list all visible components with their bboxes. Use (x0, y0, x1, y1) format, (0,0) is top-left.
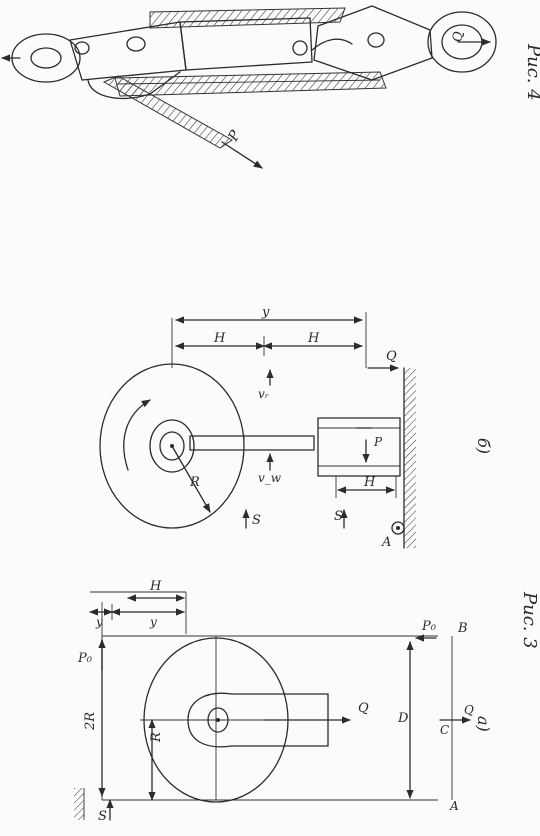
label-A-a: A (449, 799, 459, 813)
dim-H-2: H (307, 331, 320, 346)
label-Q: Q (451, 31, 466, 42)
right-ring (427, 11, 497, 73)
dim-y-2: y (149, 615, 157, 629)
force-P-arrow (221, 141, 263, 169)
label-Q-a: Q (358, 701, 369, 716)
dim-H-a: H (149, 579, 162, 594)
sub-label-a: а) (474, 716, 493, 732)
drum-hub (149, 419, 195, 473)
dim-H-3: H (363, 475, 376, 490)
hauling-rope (102, 75, 233, 149)
label-R-a: R (149, 732, 164, 743)
label-P0-bottom: P₀ (421, 619, 437, 634)
dim-2R: 2R (83, 712, 98, 731)
rope-lower (114, 71, 387, 97)
piston (317, 417, 401, 477)
label-S-1: S (252, 513, 261, 528)
dim-H-1: H (213, 331, 226, 346)
label-v-w: v_w (258, 471, 282, 485)
dim-y: y (261, 305, 270, 320)
label-Q-axis: Q (464, 703, 474, 717)
figure-3a: y y H P₀ 2R S Q R D P₀ Q (74, 579, 540, 824)
label-S-a: S (98, 809, 107, 824)
connecting-rod (189, 435, 315, 451)
label-S-2: S (334, 509, 343, 524)
right-block (313, 5, 433, 81)
label-P-b: P (373, 435, 383, 449)
figure3-caption: Рис. 3 (519, 591, 540, 649)
figure-4: P Q Рис. 4 (1, 5, 540, 169)
label-C: C (440, 723, 449, 737)
sub-label-b: б) (474, 438, 493, 454)
pivot-A (391, 521, 405, 535)
label-v-r: vᵣ (258, 387, 269, 401)
label-R-b: R (189, 475, 200, 490)
figure4-caption: Рис. 4 (523, 43, 540, 101)
lever-arm (187, 692, 329, 748)
figure-3b: y H H Q R S vᵣ v_w P (99, 305, 493, 550)
label-A-b: A (381, 535, 391, 550)
dim-y-1: y (95, 615, 103, 629)
label-P0-top: P₀ (77, 651, 93, 666)
dim-D: D (397, 711, 409, 726)
label-Q-b: Q (386, 349, 397, 364)
label-B: B (457, 621, 468, 636)
rope-upper (149, 7, 346, 29)
